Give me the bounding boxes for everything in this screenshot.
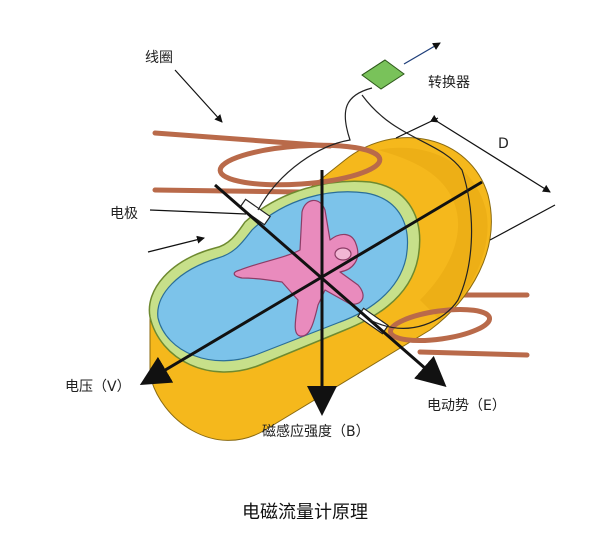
magnetic-induction-label: 磁感应强度（B） <box>262 423 370 440</box>
converter-icon <box>361 42 441 90</box>
converter-label: 转换器 <box>428 74 470 91</box>
voltage-label: 电压（V） <box>65 379 131 395</box>
coil-front <box>217 142 493 344</box>
hand-icon <box>233 199 364 337</box>
flow-pointer <box>147 235 205 253</box>
diameter-label: D <box>498 136 509 152</box>
voltage-arrow <box>139 180 483 386</box>
electrode-pointer <box>149 209 247 215</box>
figure-caption: 电磁流量计原理 <box>242 502 368 523</box>
label-pointers <box>147 69 247 253</box>
emf-label: 电动势（E） <box>427 398 506 414</box>
electrode-label: 电极 <box>110 206 138 222</box>
diameter-dimension <box>395 114 556 241</box>
field-arrows <box>139 170 483 416</box>
coil-label: 线圈 <box>145 50 173 66</box>
converter-wiring <box>257 87 473 329</box>
emf-arrow <box>214 183 447 387</box>
coil-pointer <box>174 69 223 123</box>
